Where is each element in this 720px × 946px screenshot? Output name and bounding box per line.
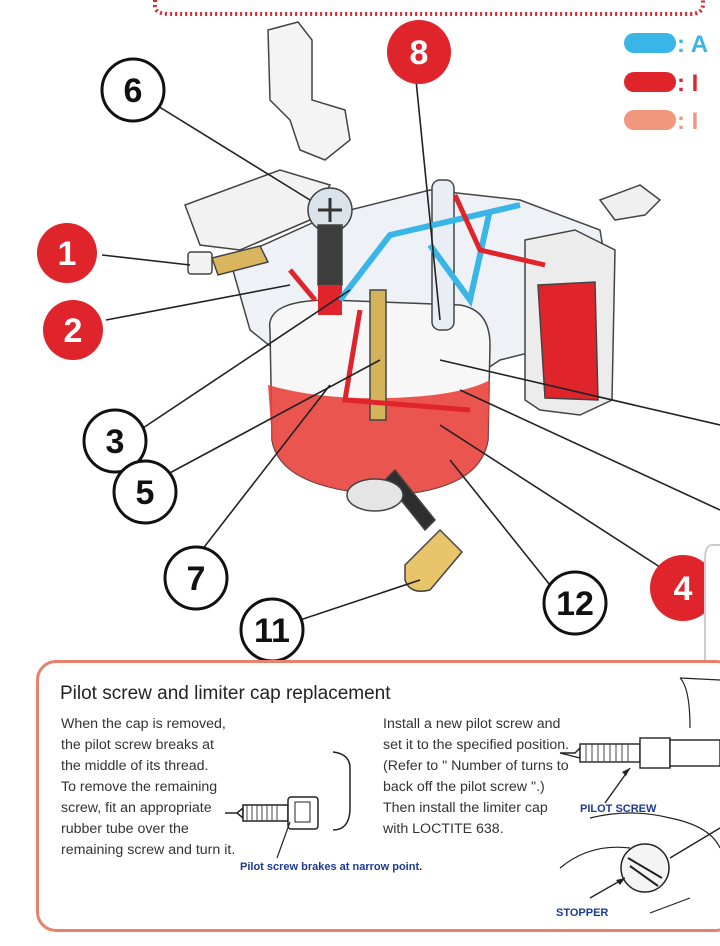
top-dotted-border: [153, 0, 705, 16]
callout-5: 5: [112, 459, 178, 525]
callout-5-number: 5: [136, 474, 155, 512]
panel-title: Pilot screw and limiter cap replacement: [60, 683, 391, 704]
legend-swatch-air: [624, 33, 676, 53]
throttle-stop-screw: [187, 251, 213, 275]
panel-left-text: When the cap is removed, the pilot screw…: [61, 716, 236, 858]
callout-8-number: 8: [410, 34, 429, 72]
callout-12: 12: [542, 570, 608, 636]
legend-label-fuel: : I: [677, 70, 698, 97]
pilot-screw-break-illustration: [225, 751, 351, 859]
fuel-passage: [288, 193, 546, 413]
callout-11: 11: [239, 597, 305, 663]
callout-12-number: 12: [556, 585, 594, 623]
callout-7-number: 7: [187, 560, 206, 598]
drain-knob-grip: [404, 528, 464, 592]
pilot-screw-label: PILOT SCREW: [580, 803, 657, 815]
legend-label-mixture: : I: [677, 108, 698, 135]
carburetor-illustration: [184, 21, 662, 592]
callout-1: 1: [37, 223, 97, 283]
main-jet: [369, 289, 387, 421]
choke-lever: [598, 184, 662, 221]
legend: : A : I : I: [624, 31, 708, 135]
pilot-screw-shaft: [317, 224, 343, 286]
panel-middle-text: Install a new pilot screw and set it to …: [383, 716, 570, 837]
callout-6: 6: [100, 57, 166, 123]
callout-4: 4: [650, 555, 716, 621]
callout-3: 3: [82, 408, 148, 474]
limiter-cap-illustration: [559, 677, 720, 914]
legend-swatch-mixture: [624, 110, 676, 130]
callout-4-number: 4: [674, 570, 693, 608]
callout-3-number: 3: [106, 423, 125, 461]
break-point-caption: Pilot screw brakes at narrow point.: [240, 861, 423, 873]
callout-11-number: 11: [254, 612, 290, 650]
callout-2-number: 2: [64, 312, 83, 350]
air-passage: [337, 202, 521, 308]
callout-1-number: 1: [58, 235, 77, 273]
throttle-lever: [267, 21, 351, 161]
callout-2: 2: [43, 300, 103, 360]
bowl-bolt: [346, 478, 404, 512]
stopper-label: STOPPER: [556, 907, 609, 919]
pilot-screw-panel: [36, 660, 720, 932]
callout-6-number: 6: [124, 72, 143, 110]
callout-8: 8: [387, 20, 451, 84]
callout-7: 7: [163, 545, 229, 611]
legend-label-air: : A: [677, 31, 708, 58]
fuel-chamber-fill: [537, 281, 599, 401]
legend-swatch-fuel: [624, 72, 676, 92]
